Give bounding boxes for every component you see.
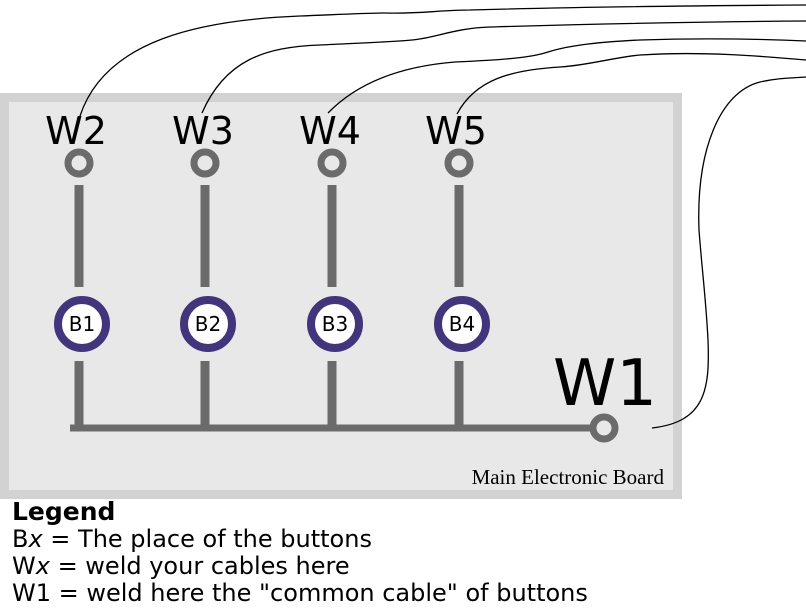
legend-text: = weld your cables here: [49, 552, 350, 580]
button-label-b4: B4: [449, 312, 475, 336]
weld-pad-w5: [444, 148, 474, 178]
weld-label-w1: W1: [553, 347, 657, 421]
legend-line-common: W1 = weld here the "common cable" of but…: [12, 580, 588, 607]
button-ring-b3: [307, 296, 363, 352]
button-ring-b4: [434, 296, 490, 352]
lower-traces: [74, 361, 464, 428]
legend-prefix: W: [12, 552, 36, 580]
wiring-diagram: B1 B2 B3 B4 W2 W3 W4 W5 W1 Main Electron…: [0, 4, 806, 499]
legend-prefix: B: [12, 525, 29, 553]
weld-pad-w1: [589, 413, 619, 443]
weld-pad-w4: [317, 148, 347, 178]
cable-w3: [201, 20, 806, 114]
legend-variable: x: [28, 525, 43, 553]
board-label: Main Electronic Board: [472, 465, 665, 489]
button-label-b1: B1: [69, 312, 95, 336]
weld-labels: W2 W3 W4 W5 W1: [45, 109, 657, 421]
cable-w5: [456, 52, 806, 115]
weld-label-w3: W3: [172, 109, 234, 153]
cable-w4: [327, 38, 806, 114]
button-labels: B1 B2 B3 B4: [69, 312, 475, 336]
legend: Legend Bx = The place of the buttons Wx …: [12, 497, 588, 607]
weld-label-w5: W5: [425, 109, 487, 153]
cable-w1: [651, 76, 806, 429]
button-ring-b2: [180, 296, 236, 352]
cable-w2: [79, 4, 806, 117]
weld-pads: [64, 148, 619, 443]
legend-text: = weld here the "common cable" of button…: [51, 579, 588, 607]
upper-traces: [74, 185, 464, 287]
legend-line-welds: Wx = weld your cables here: [12, 553, 588, 580]
legend-prefix: W1: [12, 579, 51, 607]
legend-title: Legend: [12, 497, 116, 526]
legend-line-buttons: Bx = The place of the buttons: [12, 526, 588, 553]
weld-label-w4: W4: [299, 109, 361, 153]
weld-pad-w3: [190, 148, 220, 178]
button-rings: [54, 296, 490, 352]
button-ring-b1: [54, 296, 110, 352]
weld-pad-w2: [64, 148, 94, 178]
button-label-b3: B3: [322, 312, 348, 336]
cables: [79, 4, 806, 429]
weld-label-w2: W2: [45, 109, 107, 153]
button-label-b2: B2: [195, 312, 221, 336]
legend-text: = The place of the buttons: [42, 525, 372, 553]
legend-variable: x: [35, 552, 50, 580]
